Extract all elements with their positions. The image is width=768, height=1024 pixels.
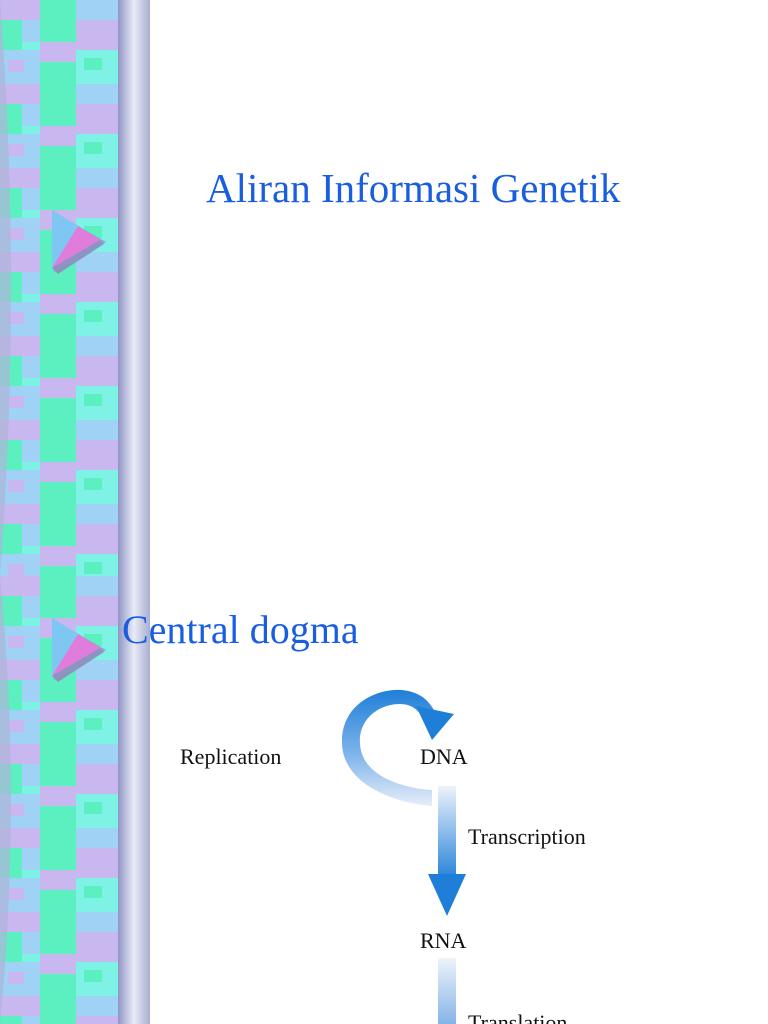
transcription-arrow xyxy=(428,786,466,916)
slide-1: Aliran Informasi Genetik xyxy=(0,0,621,576)
slide-title: Central dogma xyxy=(122,607,359,652)
replication-label: Replication xyxy=(180,744,282,769)
bullet-arrow-icon xyxy=(48,618,108,682)
bullet-arrow-icon xyxy=(48,210,108,274)
dna-label: DNA xyxy=(420,744,468,769)
slide-title: Aliran Informasi Genetik xyxy=(206,165,621,211)
transcription-label: Transcription xyxy=(468,824,586,849)
replication-loop-arrow xyxy=(341,689,454,806)
translation-label: Translation xyxy=(468,1010,568,1024)
slide-2: Central dogma xyxy=(0,576,768,1024)
decorative-sidebar xyxy=(0,0,150,576)
translation-arrow xyxy=(438,958,456,1024)
central-dogma-diagram: Replication DNA Transcription RNA Transl… xyxy=(170,676,650,1024)
rna-label: RNA xyxy=(420,928,467,953)
